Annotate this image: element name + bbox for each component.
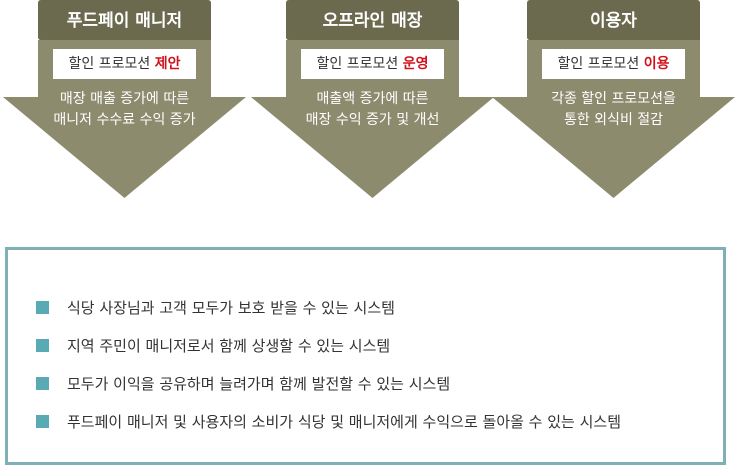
arrow-title: 푸드페이 매니저 bbox=[66, 11, 183, 31]
system-benefits-panel: 식당 사장님과 고객 모두가 보호 받을 수 있는 시스템 지역 주민이 매니저… bbox=[5, 247, 726, 465]
pill-prefix: 할인 프로모션 bbox=[68, 56, 155, 72]
desc-line: 매장 수익 증가 및 개선 bbox=[305, 112, 440, 128]
desc-line: 매출액 증가에 따른 bbox=[316, 91, 429, 107]
arrow-food-pay-manager: 푸드페이 매니저 할인 프로모션 제안 매장 매출 증가에 따른 매니저 수수료… bbox=[3, 0, 246, 198]
promo-pill: 할인 프로모션 제안 bbox=[53, 49, 196, 79]
pill-highlight: 이용 bbox=[643, 56, 670, 72]
arrow-user: 이용자 할인 프로모션 이용 각종 할인 프로모션을 통한 외식비 절감 bbox=[492, 0, 735, 198]
benefit-item: 푸드페이 매니저 및 사용자의 소비가 식당 및 매니저에게 수익으로 돌아올 … bbox=[36, 402, 621, 440]
square-bullet-icon bbox=[36, 376, 49, 390]
pill-prefix: 할인 프로모션 bbox=[557, 56, 644, 72]
promo-pill: 할인 프로모션 운영 bbox=[301, 49, 444, 79]
arrow-shape bbox=[3, 0, 246, 198]
desc-line: 통한 외식비 절감 bbox=[563, 112, 664, 128]
arrow-shape bbox=[492, 0, 735, 198]
pill-prefix: 할인 프로모션 bbox=[316, 56, 403, 72]
benefit-text: 푸드페이 매니저 및 사용자의 소비가 식당 및 매니저에게 수익으로 돌아올 … bbox=[67, 412, 622, 431]
arrow-shape bbox=[251, 0, 494, 198]
square-bullet-icon bbox=[36, 338, 49, 352]
arrow-description: 매장 매출 증가에 따른 매니저 수수료 수익 증가 bbox=[3, 89, 246, 131]
square-bullet-icon bbox=[36, 300, 49, 314]
desc-line: 매니저 수수료 수익 증가 bbox=[53, 112, 196, 128]
benefit-list: 식당 사장님과 고객 모두가 보호 받을 수 있는 시스템 지역 주민이 매니저… bbox=[36, 288, 621, 440]
arrow-offline-store: 오프라인 매장 할인 프로모션 운영 매출액 증가에 따른 매장 수익 증가 및… bbox=[251, 0, 494, 198]
benefit-text: 식당 사장님과 고객 모두가 보호 받을 수 있는 시스템 bbox=[67, 298, 395, 317]
pill-highlight: 제안 bbox=[154, 56, 181, 72]
promo-pill: 할인 프로모션 이용 bbox=[542, 49, 685, 79]
desc-line: 매장 매출 증가에 따른 bbox=[59, 91, 190, 107]
square-bullet-icon bbox=[36, 414, 49, 428]
benefit-item: 모두가 이익을 공유하며 늘려가며 함께 발전할 수 있는 시스템 bbox=[36, 364, 621, 402]
arrow-description: 각종 할인 프로모션을 통한 외식비 절감 bbox=[492, 89, 735, 131]
arrow-title: 오프라인 매장 bbox=[322, 11, 423, 31]
arrow-title: 이용자 bbox=[590, 11, 637, 31]
benefit-text: 지역 주민이 매니저로서 함께 상생할 수 있는 시스템 bbox=[67, 336, 391, 355]
arrow-description: 매출액 증가에 따른 매장 수익 증가 및 개선 bbox=[251, 89, 494, 131]
benefit-text: 모두가 이익을 공유하며 늘려가며 함께 발전할 수 있는 시스템 bbox=[67, 374, 451, 393]
desc-line: 각종 할인 프로모션을 bbox=[551, 91, 676, 107]
pill-highlight: 운영 bbox=[402, 56, 429, 72]
benefit-item: 식당 사장님과 고객 모두가 보호 받을 수 있는 시스템 bbox=[36, 288, 621, 326]
benefit-item: 지역 주민이 매니저로서 함께 상생할 수 있는 시스템 bbox=[36, 326, 621, 364]
